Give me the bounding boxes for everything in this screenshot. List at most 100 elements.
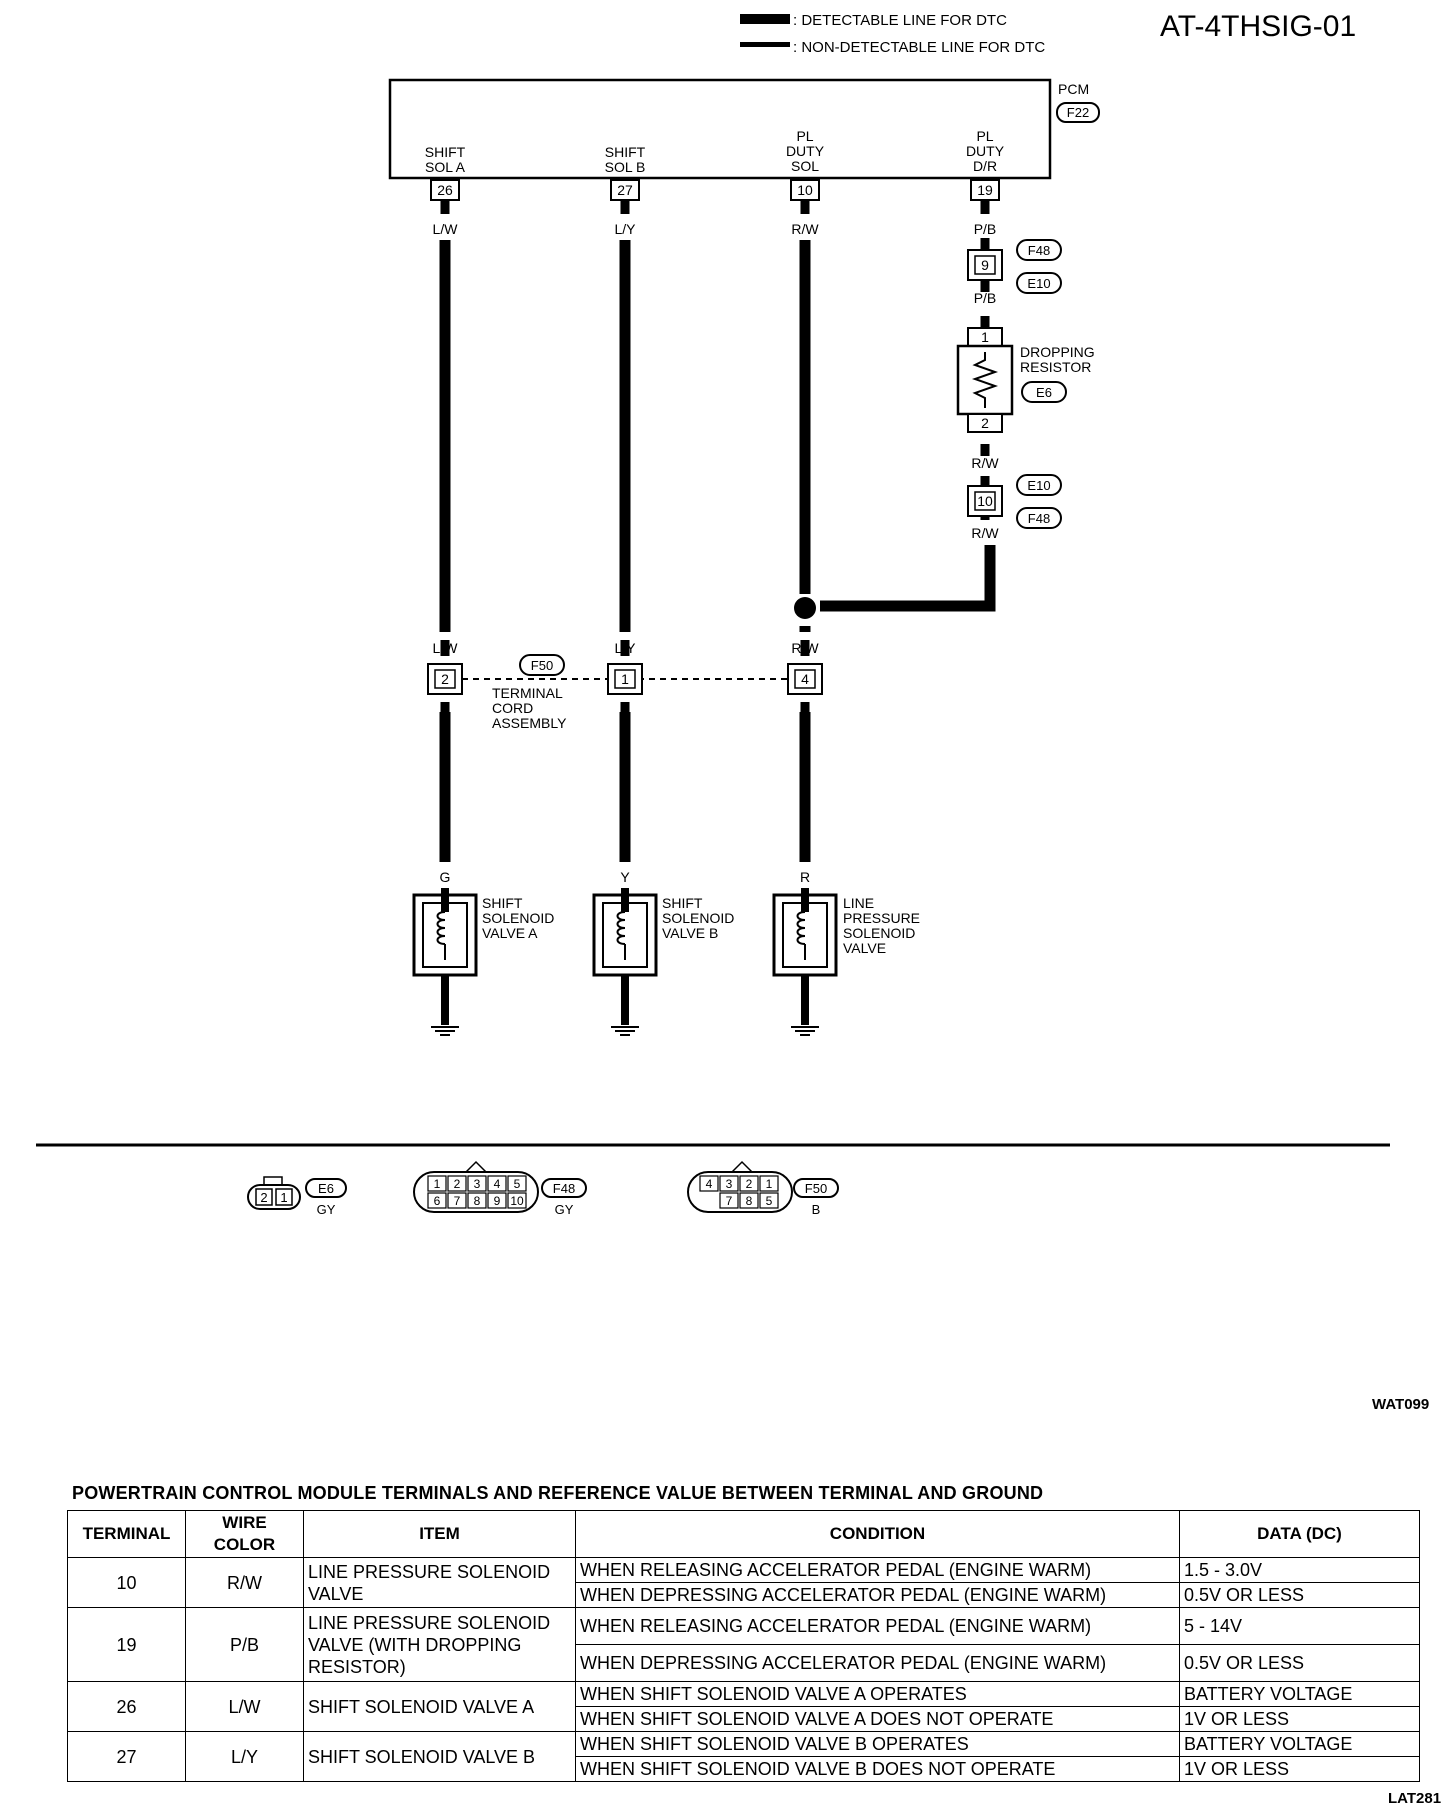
ground-icon [611,1026,639,1036]
svg-text:19: 19 [977,182,993,198]
pcm-pin-19: 19 [970,179,1000,201]
diagram-id: AT-4THSIG-01 [1160,10,1356,43]
svg-text:SOL A: SOL A [425,159,466,175]
svg-text:E10: E10 [1027,478,1050,493]
svg-text:SHIFT: SHIFT [662,895,703,911]
svg-text:PL: PL [976,128,993,144]
svg-text:VALVE A: VALVE A [482,925,538,941]
pcm-pin-26: 26 [430,179,460,201]
svg-text:F48: F48 [553,1181,575,1196]
table-row: 19 P/B LINE PRESSURE SOLENOID VALVE (WIT… [67,1607,1420,1682]
pcm-connector-badge [1056,102,1100,123]
svg-text:1: 1 [766,1177,773,1191]
terminal-cord-label-line3: ASSEMBLY [492,715,567,731]
header-data: DATA (DC) [1179,1510,1420,1558]
solenoid-pl-label: LINE PRESSURE SOLENOID VALVE [843,895,920,956]
resistor-label-line1: DROPPING [1020,344,1095,360]
header-terminal: TERMINAL [67,1510,186,1558]
cell-item: LINE PRESSURE SOLENOID VALVE (WITH DROPP… [303,1607,576,1682]
line-pressure-solenoid-valve [772,888,838,977]
table-row: 27 L/Y SHIFT SOLENOID VALVE B WHEN SHIFT… [67,1731,1420,1782]
svg-text:7: 7 [454,1194,461,1208]
svg-text:SOL: SOL [791,158,819,174]
svg-text:4: 4 [801,671,809,687]
wire-label-rw-after-conn2: R/W [971,525,999,541]
cell-item: SHIFT SOLENOID VALVE B [303,1731,576,1782]
svg-text:8: 8 [474,1194,481,1208]
svg-text:2: 2 [260,1190,267,1205]
svg-text:SOL B: SOL B [605,159,646,175]
svg-text:1: 1 [280,1190,287,1205]
svg-text:PRESSURE: PRESSURE [843,910,920,926]
splice-point [794,597,816,619]
cell-item: SHIFT SOLENOID VALVE A [303,1681,576,1732]
svg-text:DUTY: DUTY [966,143,1005,159]
cell-data: 1.5 - 3.0V [1179,1557,1420,1583]
cell-condition: WHEN SHIFT SOLENOID VALVE A DOES NOT OPE… [575,1706,1180,1732]
table-row: WHEN DEPRESSING ACCELERATOR PEDAL (ENGIN… [68,1582,1420,1608]
svg-text:D/R: D/R [973,158,997,174]
wire-label-r-solenoid: R [800,869,810,885]
cell-wire: L/W [185,1681,304,1732]
terminal-cord-label-line1: TERMINAL [492,685,563,701]
terminal-cord-label-line2: CORD [492,700,533,716]
cell-wire: L/Y [185,1731,304,1782]
svg-text:SHIFT: SHIFT [605,144,646,160]
svg-text:1: 1 [621,671,629,687]
pcm-pin-27: 27 [610,179,640,201]
svg-text:10: 10 [797,182,813,198]
svg-text:SOLENOID: SOLENOID [482,910,554,926]
legend-non-detectable-swatch [740,42,790,47]
resistor-label-line2: RESISTOR [1020,359,1091,375]
cord-pin-2: 2 [427,663,463,695]
cell-condition: WHEN SHIFT SOLENOID VALVE A OPERATES [575,1681,1180,1707]
svg-text:F48: F48 [1028,243,1050,258]
header-condition: CONDITION [575,1510,1180,1558]
wire-label-y-cord: Y [620,711,630,727]
svg-text:10: 10 [977,493,993,509]
pcm-terminal-shift-sol-b: SHIFT SOL B [605,144,646,175]
pcm-box [388,78,1052,180]
svg-text:2: 2 [441,671,449,687]
svg-text:DUTY: DUTY [786,143,825,159]
svg-text:2: 2 [981,415,989,431]
pcm-terminal-pl-duty-dr: PL DUTY D/R [966,128,1005,174]
solenoid-a-label: SHIFT SOLENOID VALVE A [482,895,554,941]
cell-terminal: 10 [67,1557,186,1608]
connector-9-code-f48: F48 [1016,239,1062,261]
svg-text:1: 1 [981,329,989,345]
connector-view-e6: 2 1 E6 GY [247,1176,347,1217]
pcm-terminal-shift-sol-a: SHIFT SOL A [425,144,466,175]
cell-condition: WHEN DEPRESSING ACCELERATOR PEDAL (ENGIN… [575,1644,1180,1682]
svg-text:SHIFT: SHIFT [482,895,523,911]
cell-terminal: 27 [67,1731,186,1782]
solenoid-b-label: SHIFT SOLENOID VALVE B [662,895,734,941]
connector-9: 9 [967,249,1003,281]
svg-text:F48: F48 [1028,511,1050,526]
cell-data: 1V OR LESS [1179,1706,1420,1732]
svg-text:PL: PL [796,128,813,144]
svg-text:SOLENOID: SOLENOID [843,925,915,941]
cell-data: 0.5V OR LESS [1179,1644,1420,1682]
wire-resistor-return [820,545,996,612]
svg-text:6: 6 [434,1194,441,1208]
svg-text:2: 2 [746,1177,753,1191]
cell-data: 0.5V OR LESS [1179,1582,1420,1608]
svg-text:GY: GY [317,1202,336,1217]
wire-label-g-cord: G [440,711,451,727]
svg-text:1: 1 [434,1177,441,1191]
svg-text:4: 4 [494,1177,501,1191]
cell-wire: P/B [185,1607,304,1682]
connector-view-f50: 4 3 2 1 7 8 5 F50 B [687,1160,839,1217]
svg-text:E10: E10 [1027,276,1050,291]
svg-text:VALVE B: VALVE B [662,925,718,941]
cell-condition: WHEN RELEASING ACCELERATOR PEDAL (ENGINE… [575,1557,1180,1583]
cell-data: BATTERY VOLTAGE [1179,1731,1420,1757]
ground-icon [431,1026,459,1036]
connector-10-code-f48: F48 [1016,507,1062,529]
svg-text:3: 3 [726,1177,733,1191]
table-header-row: TERMINAL WIRE COLOR ITEM CONDITION DATA … [67,1510,1420,1558]
terminal-cord-connector-code-f50: F50 [519,654,565,676]
connector-9-code-e10: E10 [1016,272,1062,294]
pcm-pin-10: 10 [790,179,820,201]
